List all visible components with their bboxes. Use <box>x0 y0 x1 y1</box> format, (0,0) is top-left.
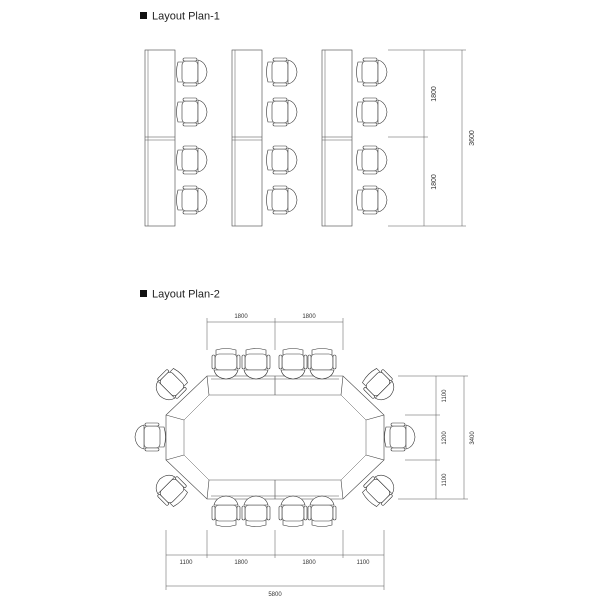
dim-label: 1100 <box>442 389 448 403</box>
office-chair-icon <box>176 145 208 175</box>
office-chair-icon <box>211 495 241 527</box>
layout-plan-1: Layout Plan-1 <box>140 11 476 227</box>
meeting-table <box>165 375 385 500</box>
desk-column-3 <box>321 49 353 227</box>
dim-label: 1800 <box>431 86 438 102</box>
plan-2-top-dimensions: 1800 1800 <box>206 314 344 350</box>
office-chair-icon <box>241 348 271 380</box>
office-chair-icon <box>176 185 208 215</box>
dim-label: 3400 <box>470 431 476 445</box>
dim-label: 1100 <box>180 560 194 566</box>
office-chair-icon <box>278 348 308 380</box>
dim-label: 1800 <box>234 314 248 320</box>
dim-label: 1800 <box>302 314 316 320</box>
filled-square-icon <box>140 12 147 19</box>
office-chair-icon <box>356 185 388 215</box>
dim-label: 1100 <box>357 560 371 566</box>
dim-label: 1800 <box>302 560 316 566</box>
desk-column-1 <box>144 49 176 227</box>
filled-square-icon <box>140 290 147 297</box>
plan-2-bottom-dimensions: 1100 1800 1800 1100 5800 <box>165 530 385 598</box>
plan-2-right-dimensions: 1100 1200 1100 3400 <box>398 375 476 500</box>
office-chair-icon <box>241 495 271 527</box>
plan-1-dimensions: 1800 1800 3600 <box>388 49 476 227</box>
office-chair-icon <box>134 422 166 452</box>
layout-plan-2: Layout Plan-2 1800 1800 <box>134 289 476 598</box>
office-chair-icon <box>266 57 298 87</box>
dim-label: 3600 <box>469 130 476 146</box>
dim-label: 1800 <box>431 174 438 190</box>
dim-label: 1100 <box>442 473 448 487</box>
office-chair-icon <box>176 57 208 87</box>
office-chair-icon <box>384 422 416 452</box>
office-chair-icon <box>266 185 298 215</box>
dim-label: 1200 <box>442 431 448 445</box>
office-chair-icon <box>356 57 388 87</box>
office-chair-icon <box>176 97 208 127</box>
plan-1-title: Layout Plan-1 <box>152 11 220 23</box>
office-chair-icon <box>278 495 308 527</box>
dim-label: 1800 <box>234 560 248 566</box>
office-chair-icon <box>266 145 298 175</box>
office-chair-icon <box>356 145 388 175</box>
office-chair-icon <box>307 495 337 527</box>
desk-column-2 <box>231 49 263 227</box>
office-chair-icon <box>266 97 298 127</box>
office-chair-icon <box>356 97 388 127</box>
office-chair-icon <box>307 348 337 380</box>
plan-2-title: Layout Plan-2 <box>152 289 220 301</box>
office-chair-icon <box>211 348 241 380</box>
dim-label: 5800 <box>268 592 282 598</box>
